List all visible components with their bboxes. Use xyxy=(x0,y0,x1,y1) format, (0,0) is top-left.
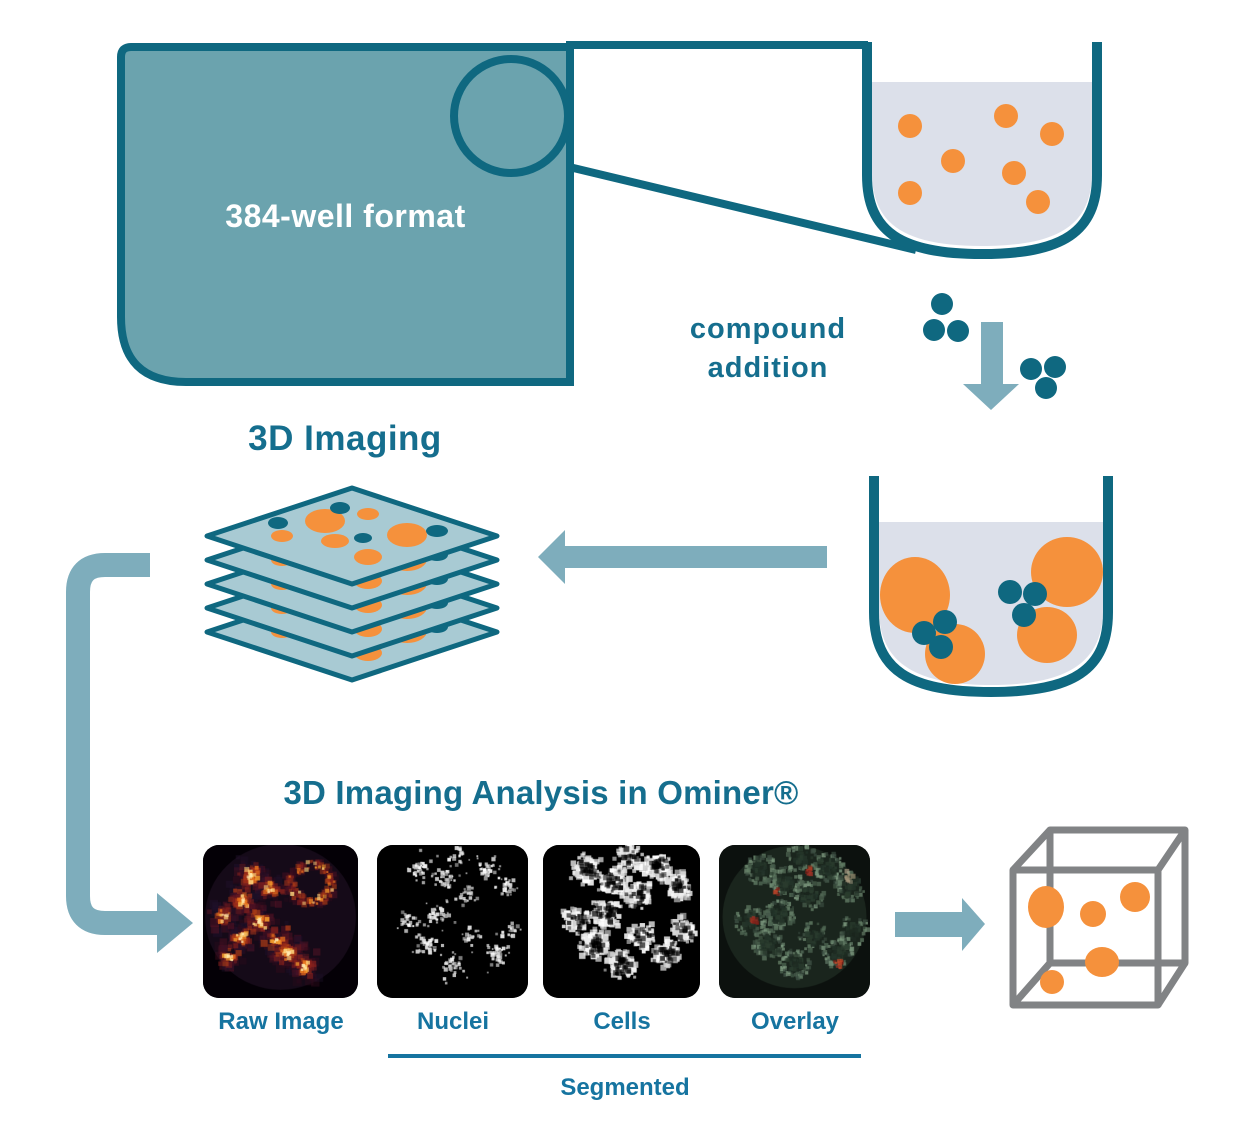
raw-image-thumbnail xyxy=(203,845,358,998)
curved-arrow-icon xyxy=(66,553,193,953)
imaging-title: 3D Imaging xyxy=(248,419,442,458)
panel-label-overlay: Overlay xyxy=(750,1008,840,1035)
nuclei-thumbnail xyxy=(377,845,528,998)
segmented-label: Segmented xyxy=(560,1074,690,1101)
panel-label-raw-image: Raw Image xyxy=(218,1008,344,1035)
cube-icon xyxy=(1009,826,1189,1009)
z-stack-icon xyxy=(207,488,497,680)
cells-thumbnail xyxy=(543,845,700,998)
magnifier-circle-icon xyxy=(450,55,572,177)
microplate-icon xyxy=(117,41,917,386)
cells-panel xyxy=(543,845,700,998)
compound-addition-line1: compound xyxy=(689,313,847,345)
overlay-thumbnail xyxy=(719,845,870,998)
nuclei-panel xyxy=(377,845,528,998)
panel-label-cells: Cells xyxy=(593,1008,651,1035)
right-arrow-icon xyxy=(895,898,985,951)
compound-addition-line2: addition xyxy=(707,352,829,384)
well-after-icon xyxy=(869,476,1113,698)
raw-image-panel xyxy=(203,845,358,998)
analysis-title: 3D Imaging Analysis in Ominer® xyxy=(283,774,799,811)
compound-dots-icon xyxy=(923,293,1066,399)
plate-label: 384-well format xyxy=(225,198,466,234)
down-arrow-icon xyxy=(963,322,1019,410)
zoom-callout-diagonal-line xyxy=(539,156,917,254)
compound-addition-label: compound addition xyxy=(650,310,886,388)
well-before-icon xyxy=(862,42,1102,260)
left-arrow-icon xyxy=(538,530,827,584)
panel-label-nuclei: Nuclei xyxy=(416,1008,490,1035)
overlay-panel xyxy=(719,845,870,998)
